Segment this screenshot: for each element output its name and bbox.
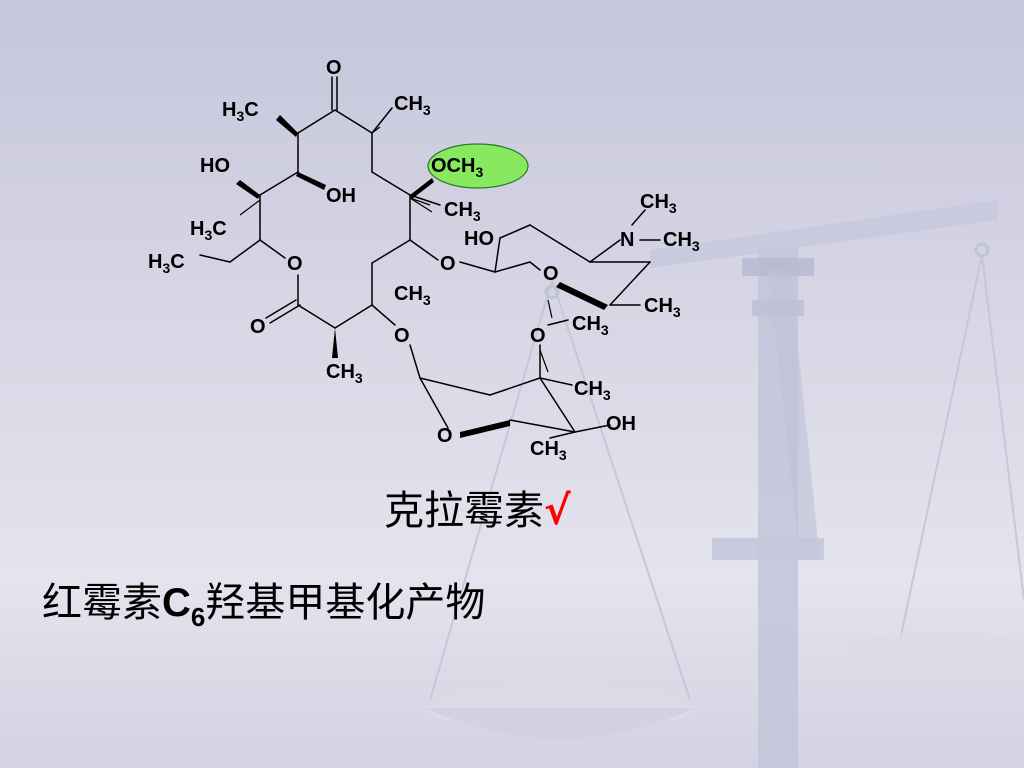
ch3-cladinose-bottom: CH3 (530, 438, 567, 463)
caption-erythromycin-derivative: 红霉素C6羟基甲基化产物 (42, 570, 486, 632)
och3-label: OCH3 (431, 155, 483, 180)
caption-sub-suffix: 羟基甲基化产物 (205, 580, 486, 626)
ch3-n-right: CH3 (663, 229, 700, 254)
ch3-n-top: CH3 (640, 191, 677, 216)
oh-cladinose: OH (606, 413, 636, 435)
caption-sub-latin: C (162, 581, 191, 625)
caption-sub-subscript: 6 (190, 602, 206, 632)
o-glycoside-1: O (440, 253, 456, 275)
ch3-c6: CH3 (444, 199, 481, 224)
check-mark-icon: √ (544, 488, 571, 534)
n-atom: N (620, 229, 634, 251)
h3c-mid-left: H3C (190, 218, 227, 243)
caption-clarithromycin: 克拉霉素√ (384, 478, 571, 536)
ch3-bottom-left: CH3 (326, 361, 363, 386)
och3-highlight (427, 143, 529, 189)
ch3-top: CH3 (394, 93, 431, 118)
h3c-top-left: H3C (222, 99, 259, 124)
ho-left: HO (200, 155, 230, 177)
oh-left: OH (326, 185, 356, 207)
carbonyl-o-top: O (326, 57, 342, 79)
ring-o-lactone: O (287, 253, 303, 275)
o-cladinose-ring: O (437, 425, 453, 447)
ch3-sugar-right: CH3 (644, 295, 681, 320)
ho-sugar: HO (464, 228, 494, 250)
o-methoxy-sugar: O (530, 325, 546, 347)
ch3-cladinose: CH3 (574, 378, 611, 403)
o-glycoside-2: O (394, 325, 410, 347)
caption-sub-prefix: 红霉素 (42, 580, 162, 626)
ch3-ring-mid: CH3 (394, 283, 431, 308)
ch3-methoxy: CH3 (572, 313, 609, 338)
caption-main-text: 克拉霉素 (384, 488, 544, 534)
carbonyl-o-lactone: O (250, 316, 266, 338)
h3c-ethyl: H3C (148, 251, 185, 276)
o-sugar-ring-1: O (543, 263, 559, 285)
